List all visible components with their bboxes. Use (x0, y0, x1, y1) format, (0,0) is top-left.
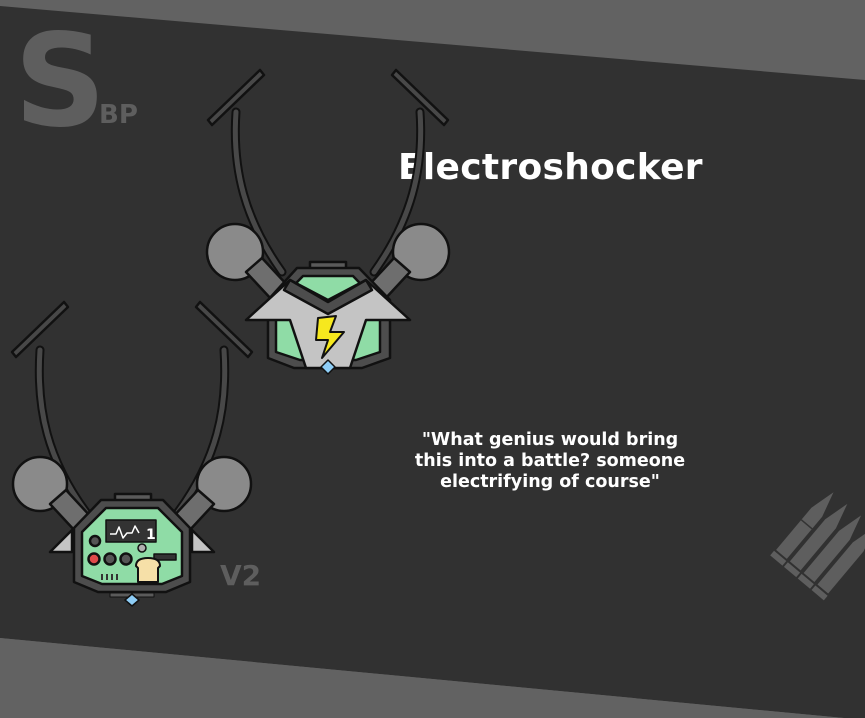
screen-digit: 1 (146, 527, 156, 543)
item-title: Electroshocker (398, 147, 703, 188)
logo-suffix: BP (99, 100, 138, 130)
variant-label: V2 (220, 559, 262, 592)
logo-letter: S (14, 7, 106, 156)
item-quote: "What genius would bring this into a bat… (414, 430, 686, 492)
